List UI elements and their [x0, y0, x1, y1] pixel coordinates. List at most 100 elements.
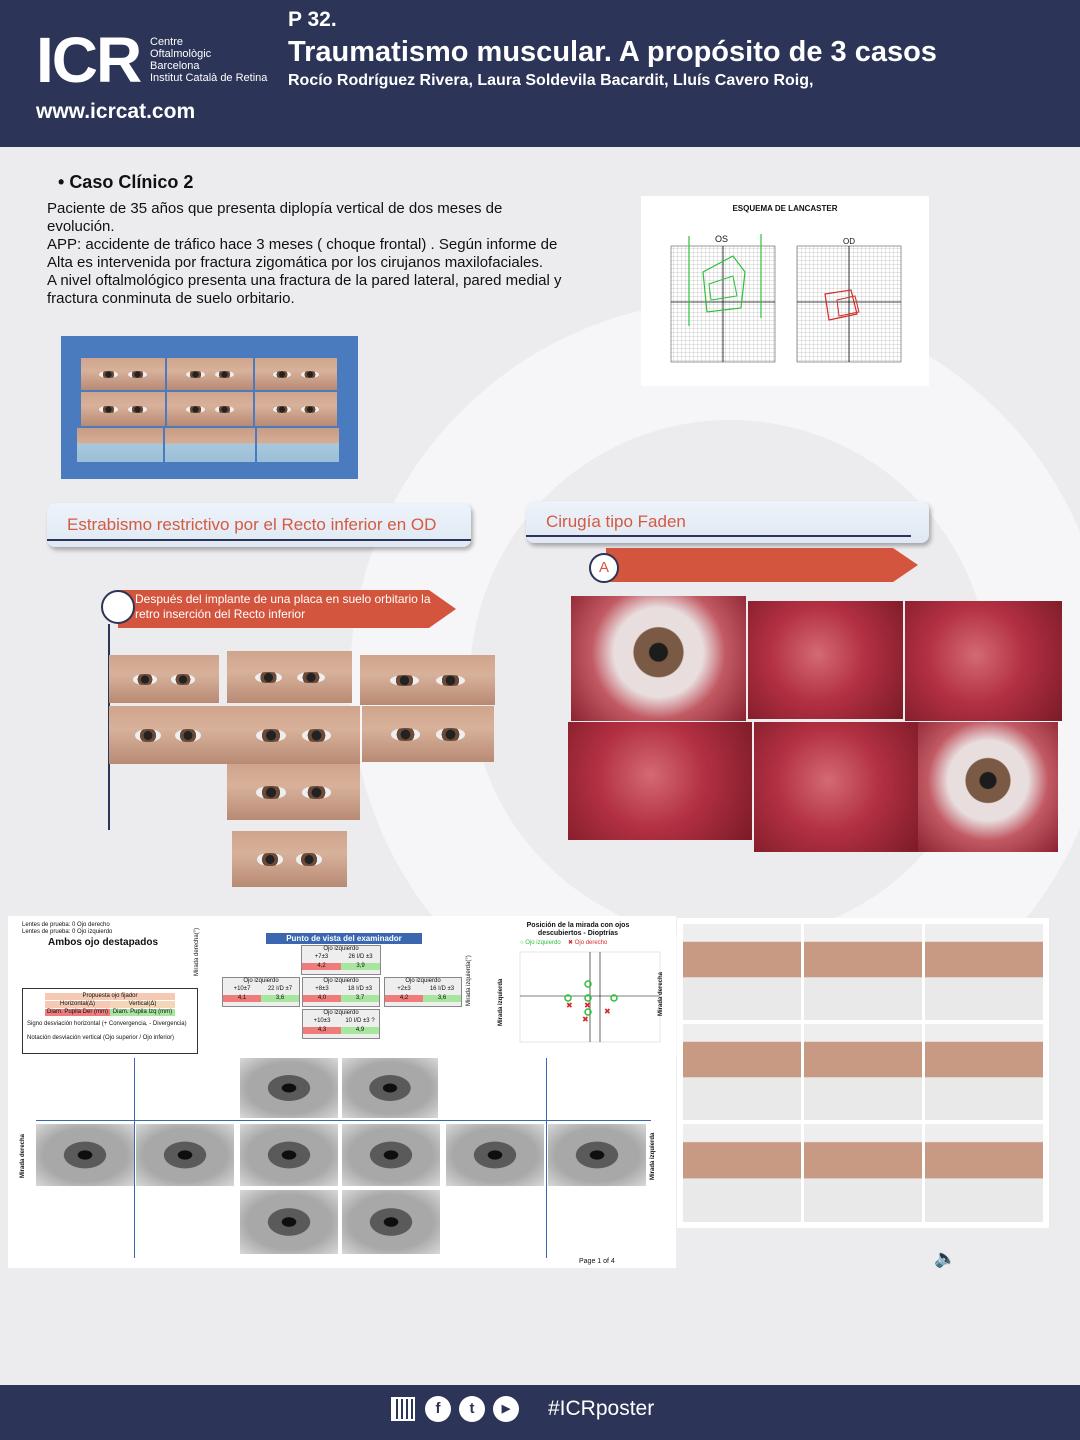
cell-pd: 4,0: [303, 995, 341, 1002]
lancaster-os-trace: [708, 275, 738, 301]
poster-number: P 32.: [288, 8, 337, 31]
table-cell-mc: Ojo izquierdo +8±3 18 I/D ±3 4,0 3,7: [302, 977, 380, 1007]
section-banner-faden: Cirugía tipo Faden: [526, 501, 929, 543]
deviation-plot: ✖ ✖ ✖ ✖: [519, 951, 661, 1043]
cell-pd: 4,3: [303, 1027, 341, 1034]
cell-eye-label: Ojo izquierdo: [323, 1010, 359, 1016]
glasses-gaze-panel: [677, 918, 1049, 1228]
plot-point-left: [564, 994, 572, 1002]
lancaster-od-trace: [824, 289, 858, 321]
postop-gaze-photo: [360, 655, 495, 705]
grid-hline: [36, 1120, 651, 1121]
case-heading-text: Caso Clínico 2: [69, 172, 194, 192]
cell-pi: 3,9: [341, 963, 380, 970]
table-title: Punto de vista del examinador: [266, 933, 422, 944]
surgery-photo: [918, 722, 1058, 852]
implant-arrow-text: Después del implante de una placa en sue…: [135, 592, 431, 621]
postop-gaze-photo: [227, 706, 360, 764]
lancaster-title: ESQUEMA DE LANCASTER: [732, 204, 838, 213]
grid-side-label: Mirada derecha: [20, 1133, 26, 1178]
grid-vline: [546, 1058, 547, 1258]
table-cell-ml: Ojo izquierdo +10±7 22 I/D ±7 4,1 3,6: [222, 977, 300, 1007]
step-a-arrow: [606, 548, 918, 582]
lancaster-grids: [670, 234, 902, 363]
cell-h: +10±3: [313, 1018, 331, 1024]
surgery-photo: [568, 722, 752, 840]
lancaster-od-trace: [836, 295, 860, 317]
implant-arrow: [118, 590, 456, 628]
ir-eye-photo: [240, 1058, 338, 1118]
table-side-label: Mirada derecha(°): [194, 927, 200, 976]
cell-v: 16 I/D ±3: [429, 986, 455, 992]
youtube-icon[interactable]: ▶: [493, 1396, 519, 1422]
cell-h: +10±7: [233, 986, 251, 992]
postop-gaze-photo: [227, 651, 352, 703]
cell-pd: 4,2: [385, 995, 423, 1002]
banner-text: Cirugía tipo Faden: [546, 512, 686, 531]
twitter-icon[interactable]: t: [459, 1396, 485, 1422]
step-a-label: A: [598, 559, 609, 576]
table-side-label: Mirada izquierda(°): [466, 955, 472, 1006]
page-number: Page 1 of 4: [579, 1258, 615, 1265]
gaze-photo: [165, 428, 255, 462]
table-cell-bottom: Ojo izquierdo +10±3 10 I/D ±3 ? 4,3 4,9: [302, 1009, 380, 1039]
cell-pi: 3,7: [341, 995, 379, 1002]
gaze-photo: [255, 358, 337, 390]
plot-point-left: [584, 980, 592, 988]
lancaster-od-label: OD: [843, 237, 855, 246]
nine-gaze-photo-panel: [61, 336, 358, 479]
legend-pd: Diam. Pupila Der (mm): [45, 1009, 110, 1016]
glasses-photo: [925, 924, 1043, 1020]
gaze-photo: [81, 358, 165, 390]
ir-eye-photo: [548, 1124, 646, 1186]
legend-note: Signo desviación horizontal (+ Convergen…: [27, 1021, 187, 1027]
glasses-photo: [683, 1024, 801, 1120]
cell-pd: 4,2: [302, 963, 341, 970]
cell-eye-label: Ojo izquierdo: [243, 978, 279, 984]
legend-note: Notación desviación vertical (Ojo superi…: [27, 1035, 175, 1041]
poster-footer: f t ▶ #ICRposter: [0, 1385, 1080, 1440]
glasses-photo: [804, 1124, 922, 1222]
ir-eye-photo: [240, 1124, 338, 1186]
step-a-marker: A: [589, 553, 619, 583]
surgery-photo: [754, 722, 919, 852]
poster-authors: Rocío Rodríguez Rivera, Laura Soldevila …: [288, 72, 814, 89]
table-cell-top: Ojo izquierdo +7±3 26 I/D ±3 4,2 3,9: [301, 945, 381, 975]
plot-legend-right-text: Ojo derecho: [574, 940, 608, 946]
ir-eye-photo: [342, 1058, 438, 1118]
logo-line: Oftalmològic: [150, 48, 212, 60]
legend-pi: Diam. Pupila Izq (mm): [110, 1009, 175, 1016]
icr-logo: ICR: [36, 24, 142, 96]
hashtag: #ICRposter: [548, 1397, 655, 1420]
cell-eye-label: Ojo izquierdo: [323, 978, 359, 984]
glasses-photo: [683, 1124, 801, 1222]
gaze-photo: [255, 392, 337, 426]
case-paragraph: Paciente de 35 años que presenta diplopí…: [47, 200, 503, 235]
plot-legend-left-text: Ojo izquierdo: [525, 940, 561, 946]
hess-report: Lentes de prueba: 0 Ojo derecho Lentes d…: [8, 916, 676, 1268]
facebook-icon[interactable]: f: [425, 1396, 451, 1422]
report-legend: Propuesta ojo fijador Horizontal(Δ) Vert…: [22, 988, 198, 1054]
plot-point-left: [584, 1008, 592, 1016]
speaker-icon[interactable]: 🔈: [934, 1248, 957, 1268]
surgery-photo: [571, 596, 746, 721]
plot-point-right: ✖: [584, 1001, 591, 1010]
report-line: Lentes de prueba: 0 Ojo derecho: [22, 922, 110, 928]
website-link[interactable]: www.icrcat.com: [36, 100, 196, 123]
banner-text: Estrabismo restrictivo por el Recto infe…: [67, 515, 437, 534]
report-state: Ambos ojo destapados: [48, 937, 159, 948]
plot-legend-right: ✖ Ojo derecho: [568, 940, 608, 946]
gaze-photo: [257, 428, 339, 462]
lancaster-os-trace: [702, 255, 746, 313]
cell-v: 22 I/D ±7: [267, 986, 293, 992]
postop-gaze-photo: [232, 831, 347, 887]
poster-header: ICR Centre Oftalmològic Barcelona Instit…: [0, 0, 1080, 147]
glasses-photo: [804, 1024, 922, 1120]
cell-h: +2±3: [397, 986, 411, 992]
legend-h: Horizontal(Δ): [45, 1001, 110, 1008]
plot-axis-label: Mirada izquierda: [498, 978, 504, 1026]
logo-line: Barcelona: [150, 60, 200, 72]
qr-code-icon[interactable]: [391, 1397, 415, 1421]
cell-h: +8±3: [315, 986, 329, 992]
logo-subtitle: Centre Oftalmològic Barcelona Institut C…: [150, 36, 267, 84]
